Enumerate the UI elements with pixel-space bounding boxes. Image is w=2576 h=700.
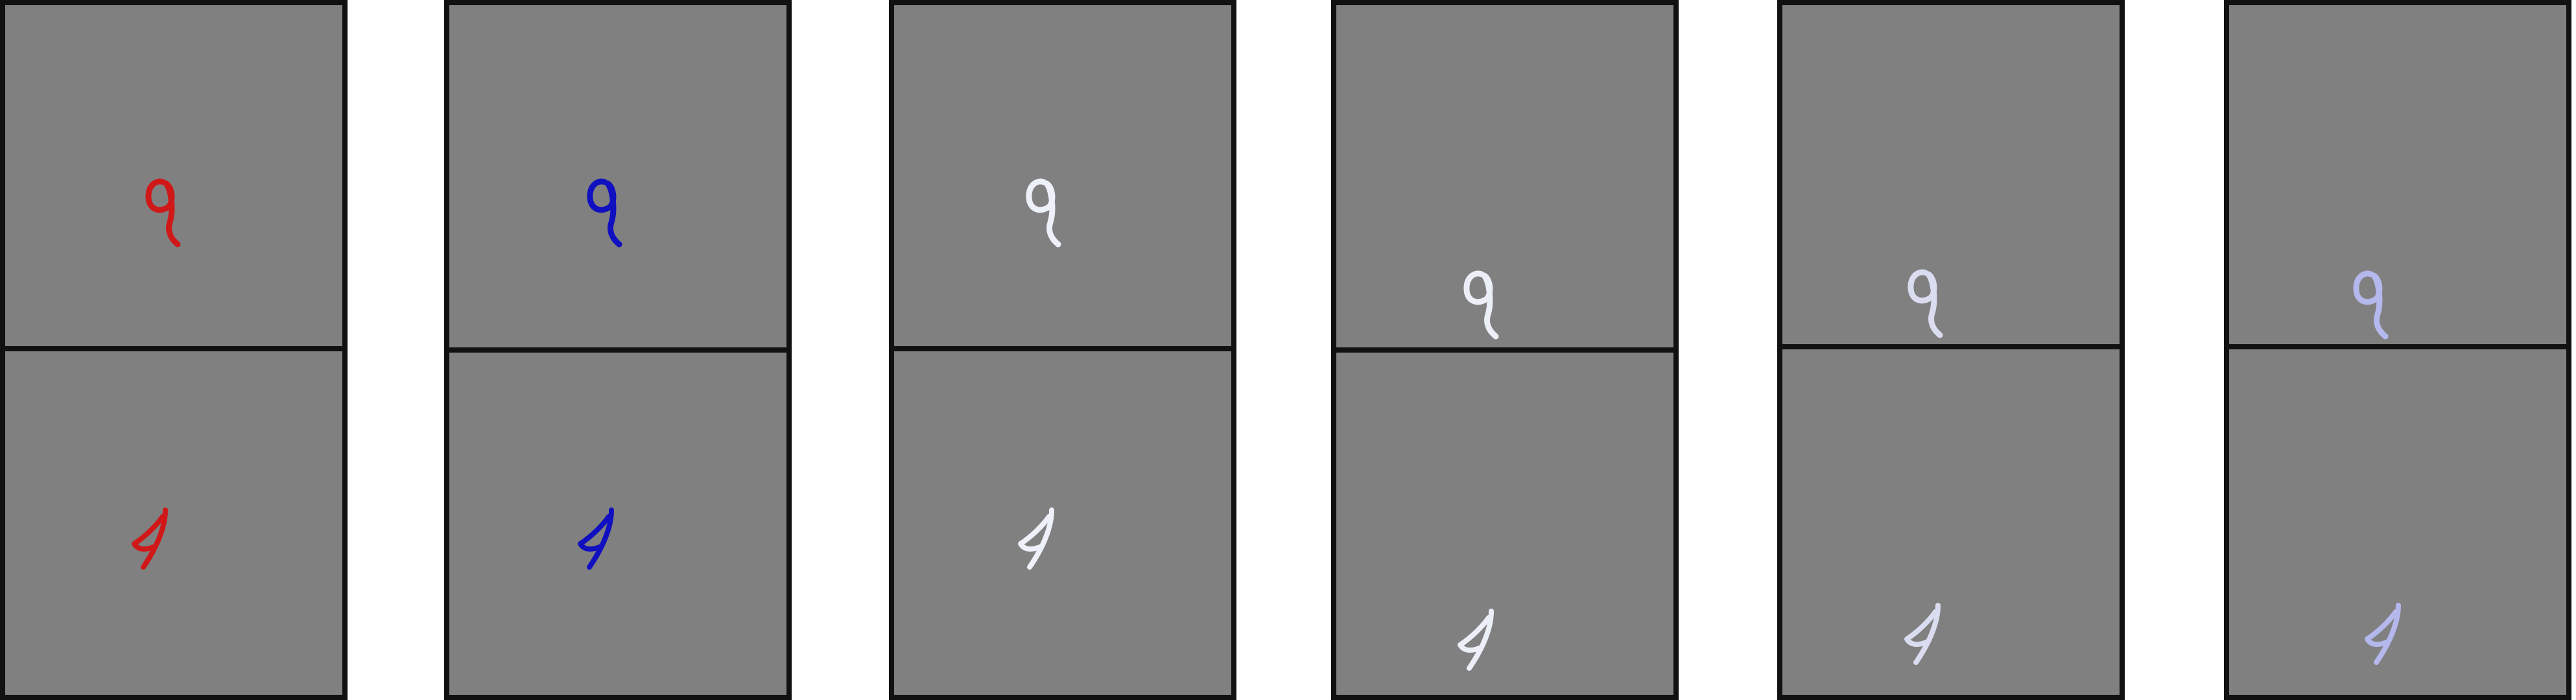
digit-pair-panel-4 (1331, 0, 1679, 700)
handwritten-digit-nine (1908, 269, 1943, 338)
digit-pair-panel-3 (889, 0, 1236, 700)
handwritten-digit-nine (145, 178, 181, 248)
handwritten-digit-nine (587, 178, 622, 248)
handwritten-digit-nine (2353, 270, 2389, 340)
handwritten-digit-four (578, 508, 614, 570)
bottom-image-frame (0, 346, 348, 700)
handwritten-digit-four (1018, 508, 1054, 570)
handwritten-digit-four (132, 508, 168, 570)
bottom-image-frame (1777, 344, 2125, 700)
handwritten-digit-nine (1026, 178, 1061, 248)
bottom-image-frame (444, 347, 792, 700)
digit-pair-panel-6 (2224, 0, 2571, 700)
digit-pair-panel-5 (1777, 0, 2125, 700)
bottom-image-frame (889, 346, 1236, 700)
handwritten-digit-four (1904, 603, 1941, 665)
digit-pair-panel-2 (444, 0, 792, 700)
handwritten-digit-four (2365, 603, 2401, 665)
handwritten-digit-four (1458, 609, 1494, 671)
bottom-image-frame (1331, 347, 1679, 700)
bottom-image-frame (2224, 344, 2571, 700)
handwritten-digit-nine (1463, 270, 1499, 340)
digit-pair-panel-1 (0, 0, 348, 700)
